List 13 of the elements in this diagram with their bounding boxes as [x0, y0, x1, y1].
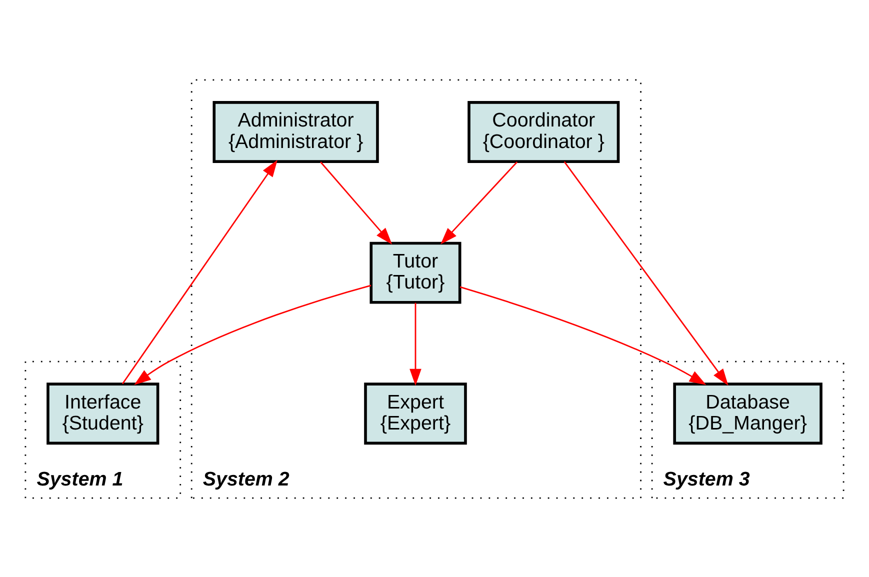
- node-box: Coordinator {Coordinator }: [468, 100, 620, 162]
- arrow: [564, 160, 728, 386]
- node-box: Tutor {Tutor}: [370, 241, 462, 304]
- arrow: [122, 159, 278, 384]
- node-box: Interface {Student}: [46, 382, 160, 444]
- node-box: Administrator {Administrator }: [212, 100, 379, 162]
- arrow: [134, 284, 372, 384]
- node-box: Database {DB_Manger}: [673, 382, 822, 444]
- arrow: [410, 302, 422, 386]
- node-box: Expert {Expert}: [364, 382, 467, 444]
- arrow: [460, 286, 706, 384]
- arrow: [320, 161, 392, 244]
- arrow: [440, 161, 518, 244]
